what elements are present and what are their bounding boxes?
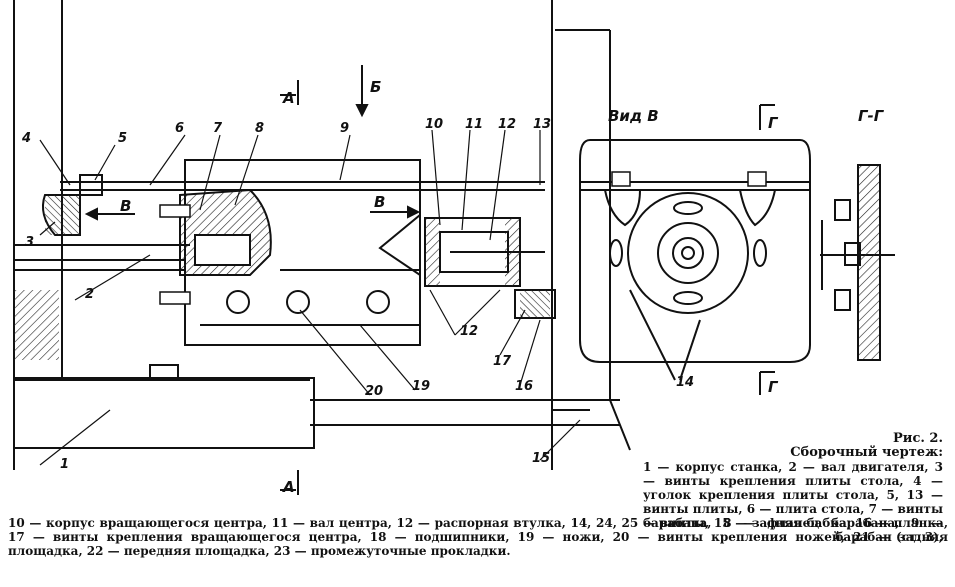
part-label: 6 <box>175 121 184 136</box>
bearing-right <box>505 218 520 286</box>
flange-hub <box>194 234 251 266</box>
part-label: 12 <box>498 117 516 132</box>
figure-number: Рис. 2. <box>893 431 943 446</box>
drum-screw-top <box>159 204 191 218</box>
drum-screw-bottom <box>159 291 191 305</box>
section-mark: Г <box>768 114 779 132</box>
angle-bracket-hatch <box>45 195 80 235</box>
part-label: 13 <box>533 117 551 132</box>
section-markers <box>84 65 775 495</box>
part-label: 19 <box>412 379 430 394</box>
drum <box>184 159 421 346</box>
bearing-left <box>425 218 440 286</box>
view-screw-left <box>611 171 631 187</box>
part-label: 10 <box>425 117 443 132</box>
table-plate <box>14 174 545 246</box>
section-mark: Г <box>768 378 779 396</box>
part-label: 12 <box>460 324 478 339</box>
section-mark: Б <box>370 78 381 96</box>
tailstock <box>551 0 631 470</box>
part-label: 17 <box>493 354 512 369</box>
section-mark: А <box>282 478 295 496</box>
view-title: Вид В <box>608 107 659 125</box>
section-gg-plate <box>857 164 881 361</box>
part-label: 11 <box>465 117 483 132</box>
figure-subtitle: Сборочный чертеж: <box>790 445 943 460</box>
part-label: 9 <box>340 121 349 136</box>
part-label: 3 <box>25 235 34 250</box>
bar-plank <box>520 290 550 318</box>
part-label: 5 <box>118 131 127 146</box>
caption-legend-right: 1 — корпус станка, 2 — вал двигателя, 3 … <box>643 460 943 544</box>
body-hatching <box>14 290 59 360</box>
part-label: 7 <box>213 121 223 136</box>
part-label: 14 <box>676 375 694 390</box>
leader-lines <box>39 129 581 466</box>
section-mark: В <box>120 197 131 215</box>
part-label: 20 <box>365 384 383 399</box>
part-label: 15 <box>532 451 550 466</box>
part-label: 16 <box>515 379 533 394</box>
machine-body <box>13 0 620 470</box>
part-label: 4 <box>21 131 31 146</box>
figure-caption: Рис. 2. Сборочный чертеж: 1 — корпус ста… <box>643 431 943 545</box>
section-mark: А <box>282 89 295 107</box>
part-label: 1 <box>60 457 69 472</box>
part-label: 8 <box>255 121 264 136</box>
part-label: 2 <box>85 287 94 302</box>
section-title: Г-Г <box>858 107 885 125</box>
view-screw-right <box>747 171 767 187</box>
caption-legend-bottom: 10 — корпус вращающегося центра, 11 — ва… <box>8 516 948 558</box>
section-mark: В <box>374 193 385 211</box>
